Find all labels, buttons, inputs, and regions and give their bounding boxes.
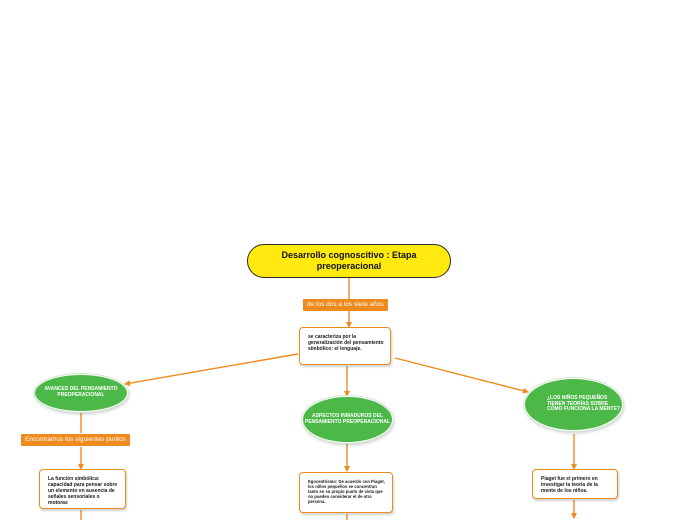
theory-of-mind-topic[interactable]: ¿LOS NIÑOS PEQUEÑOS TIENEN TEORÍAS SOBRE… [524, 378, 623, 431]
connector-central-to-right [394, 357, 529, 394]
piaget-mind-box[interactable]: Piaget fue el primero en investigar la t… [532, 469, 618, 499]
egocentrism-box[interactable]: Egocentrismo: De acuerdo con Piaget, los… [299, 472, 393, 513]
following-points-label[interactable]: Encontramos los siguientes puntos [21, 434, 130, 446]
immature-aspects-topic[interactable]: ASPECTOS INMADUROS DEL PENSAMIENTO PREOP… [302, 396, 393, 443]
symbolic-function-box[interactable]: La función simbólica: capacidad para pen… [39, 469, 126, 509]
central-concept-box[interactable]: se caracteriza por la generalización del… [299, 327, 391, 365]
connector-central-to-left [124, 353, 299, 387]
age-range-label[interactable]: de los dos a los siete años [303, 299, 388, 311]
advances-topic[interactable]: AVANCES DEL PENSAMIENTO PREOPERACIONAL [34, 374, 128, 412]
root-topic[interactable]: Desarrollo cognoscitivo : Etapa preopera… [247, 244, 451, 278]
